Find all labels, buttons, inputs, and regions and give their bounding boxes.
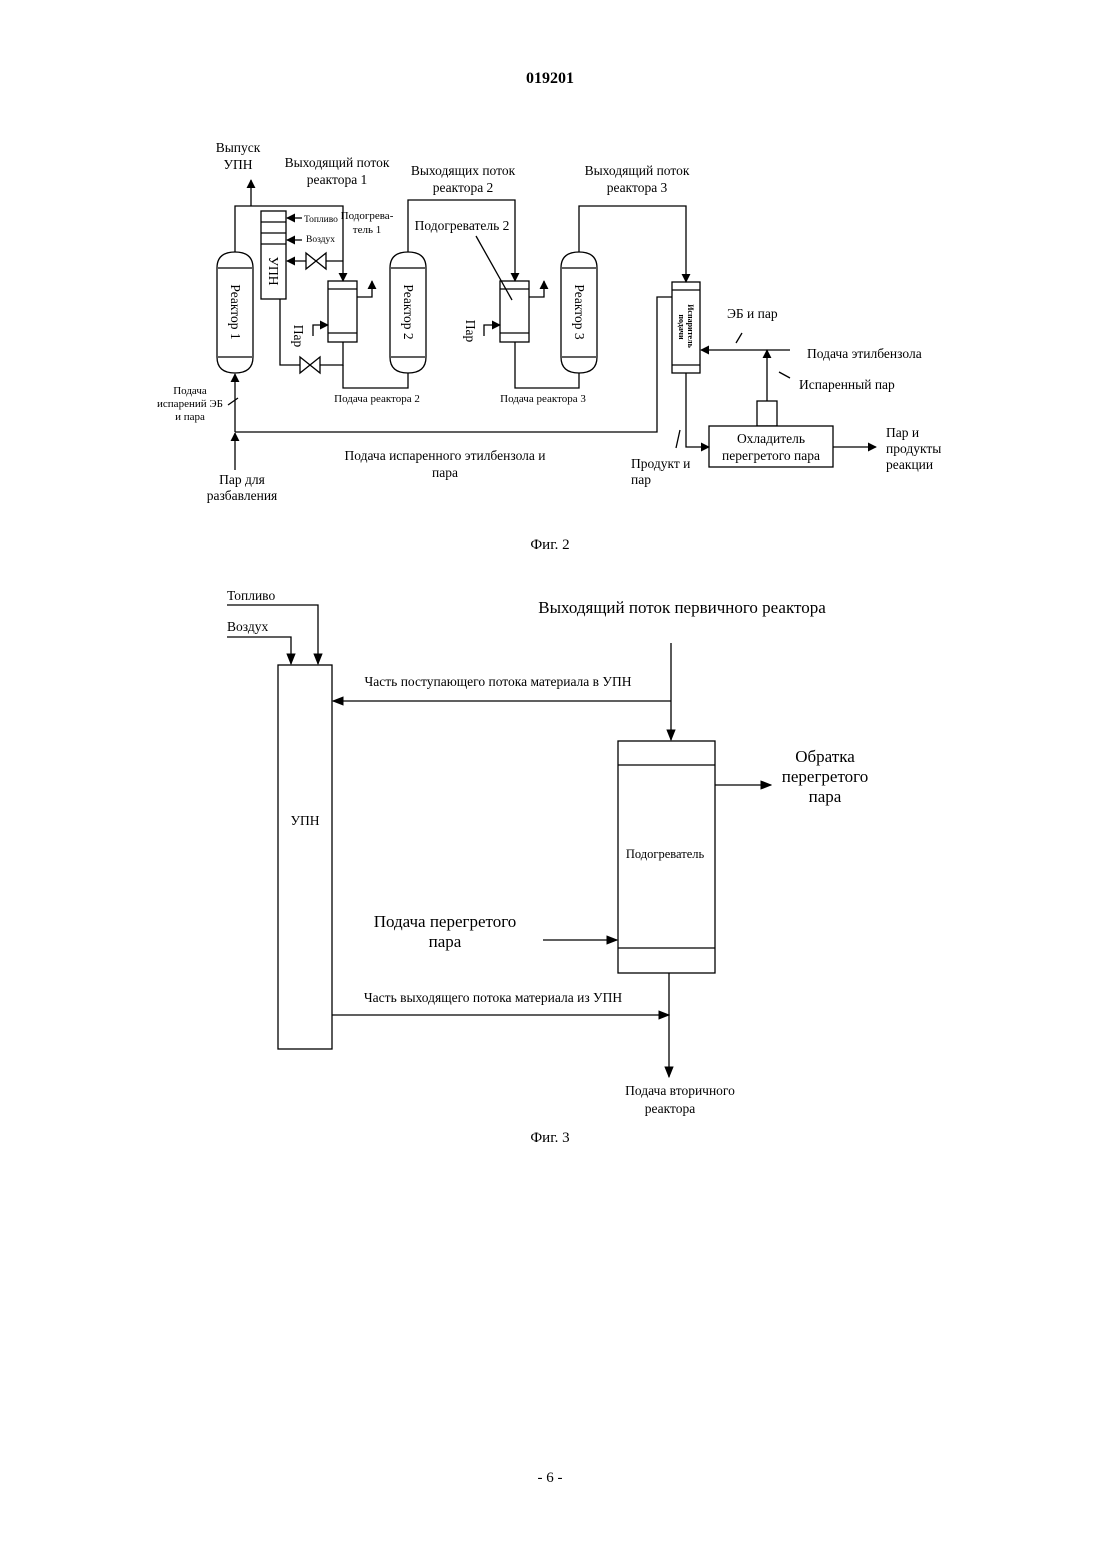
label-evaporated-steam: Испаренный пар	[799, 377, 895, 392]
heater-2	[500, 281, 529, 342]
label-steam-heater2: Пар	[463, 320, 478, 343]
figure-2-caption: Фиг. 2	[530, 537, 569, 553]
figure-3-caption: Фиг. 3	[530, 1130, 569, 1146]
label-fuel-fig3: Топливо	[227, 588, 275, 603]
label-out1-2: реактора 1	[307, 172, 368, 187]
label-secondary-1: Подача вторичного	[625, 1083, 735, 1098]
upn-furnace: УПН	[261, 211, 286, 299]
upn-column	[278, 665, 332, 1049]
label-upn-release-1: Выпуск	[216, 140, 261, 155]
label-feed-reactor2: Подача реактора 2	[334, 393, 420, 405]
label-sh-feed-1: Подача перегретого	[374, 912, 517, 931]
evaporator-label-2: подачи	[677, 314, 686, 340]
cooler-label-2: перегретого пара	[722, 448, 820, 463]
label-out2-2: реактора 2	[433, 180, 494, 195]
label-dilution-1: Пар для	[219, 472, 265, 487]
upn-column-label: УПН	[290, 813, 319, 828]
superheated-steam-cooler: Охладитель перегретого пара	[709, 401, 833, 467]
label-eb-feed: Подача этилбензола	[807, 346, 922, 361]
reactor-2: Реактор 2	[390, 252, 426, 373]
label-part-out: Часть выходящего потока материала из УПН	[364, 990, 622, 1005]
valve-2	[300, 357, 320, 373]
cooler-label-1: Охладитель	[737, 431, 805, 446]
label-out3-1: Выходящий поток	[585, 163, 690, 178]
label-secondary-2: реактора	[645, 1101, 696, 1116]
heater-label: Подогреватель	[626, 847, 705, 861]
reactor-1: Реактор 1	[217, 252, 253, 373]
label-eb-and-steam: ЭБ и пар	[727, 306, 778, 321]
label-part-in: Часть поступающего потока материала в УП…	[365, 674, 632, 689]
figure-3: УПН Подогреватель Топливо Воздух Выходящ…	[227, 588, 868, 1146]
label-heater1-1: Подогрева-	[341, 210, 394, 222]
label-steam-products-3: реакции	[886, 457, 933, 472]
label-return-2: перегретого	[782, 767, 868, 786]
reactor-2-label: Реактор 2	[401, 284, 416, 339]
reactor-3-label: Реактор 3	[572, 284, 587, 339]
page-number: - 6 -	[538, 1470, 563, 1486]
label-air-fig2: Воздух	[306, 235, 335, 245]
label-steam-products-1: Пар и	[886, 425, 919, 440]
label-return-1: Обратка	[795, 747, 855, 766]
label-heater2: Подогреватель 2	[415, 218, 510, 233]
label-feed-eb-vapor-1: Подача	[173, 385, 207, 397]
label-feed-eb-vapor-3: и пара	[175, 411, 205, 423]
label-steam-products-2: продукты	[886, 441, 941, 456]
label-product-steam-1: Продукт и	[631, 456, 690, 471]
label-out1-1: Выходящий поток	[285, 155, 390, 170]
label-primary-outflow: Выходящий поток первичного реактора	[538, 598, 826, 617]
label-return-3: пара	[809, 787, 842, 806]
heater-1	[328, 281, 357, 342]
label-out2-1: Выходящих поток	[411, 163, 516, 178]
label-air-fig3: Воздух	[227, 619, 268, 634]
evaporator-label-1: Испаритель	[686, 304, 695, 348]
valve-1	[306, 253, 326, 269]
feed-evaporator: Испаритель подачи	[672, 282, 700, 373]
label-out3-2: реактора 3	[607, 180, 668, 195]
label-heater1-2: тель 1	[353, 224, 381, 236]
document-number: 019201	[526, 70, 574, 87]
label-feed-eb-vapor-2: испарений ЭБ	[157, 398, 223, 410]
label-evap-feed-1: Подача испаренного этилбензола и	[344, 448, 545, 463]
reactor-1-label: Реактор 1	[228, 284, 243, 339]
label-sh-feed-2: пара	[429, 932, 462, 951]
label-product-steam-2: пар	[631, 472, 651, 487]
label-steam-heater1: Пар	[291, 325, 306, 348]
label-evap-feed-2: пара	[432, 465, 458, 480]
label-fuel-fig2: Топливо	[304, 215, 338, 225]
upn-label: УПН	[266, 256, 281, 285]
figure-2: Реактор 1 Реактор 2 Реактор 3 УПН	[157, 140, 941, 553]
label-feed-reactor3: Подача реактора 3	[500, 393, 586, 405]
label-upn-release-2: УПН	[223, 157, 252, 172]
reactor-3: Реактор 3	[561, 252, 597, 373]
label-dilution-2: разбавления	[207, 488, 278, 503]
